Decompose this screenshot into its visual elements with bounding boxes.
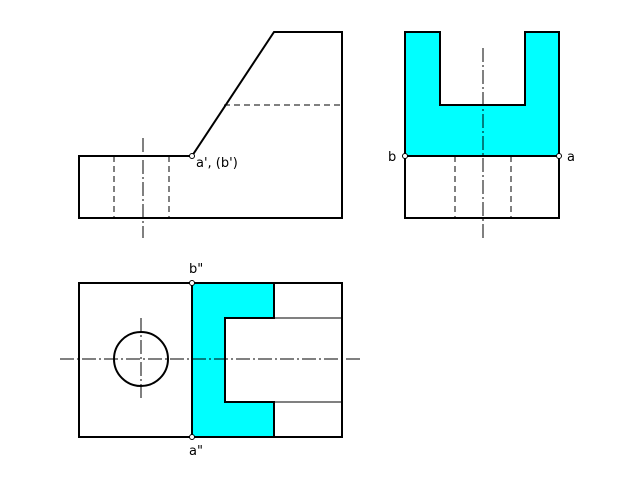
front-view: a', (b') xyxy=(78,31,343,238)
top-view-point-b xyxy=(189,280,195,286)
side-view-label-b: b xyxy=(388,150,396,165)
front-view-point-a-b xyxy=(189,153,195,159)
top-view-label-a: a" xyxy=(189,444,203,459)
top-view-label-b: b" xyxy=(189,262,203,277)
side-view-section-fill xyxy=(404,31,560,157)
side-view-point-b xyxy=(402,153,408,159)
top-view-section-fill xyxy=(191,282,275,438)
top-view-point-a xyxy=(189,434,195,440)
side-view-base-outline xyxy=(404,155,560,219)
top-view: b" a" xyxy=(60,262,360,459)
side-view-label-a: a xyxy=(567,150,575,165)
side-view: b a xyxy=(388,31,575,238)
side-view-point-a xyxy=(556,153,562,159)
front-view-outline xyxy=(78,31,343,219)
front-view-point-label: a', (b') xyxy=(196,156,238,171)
